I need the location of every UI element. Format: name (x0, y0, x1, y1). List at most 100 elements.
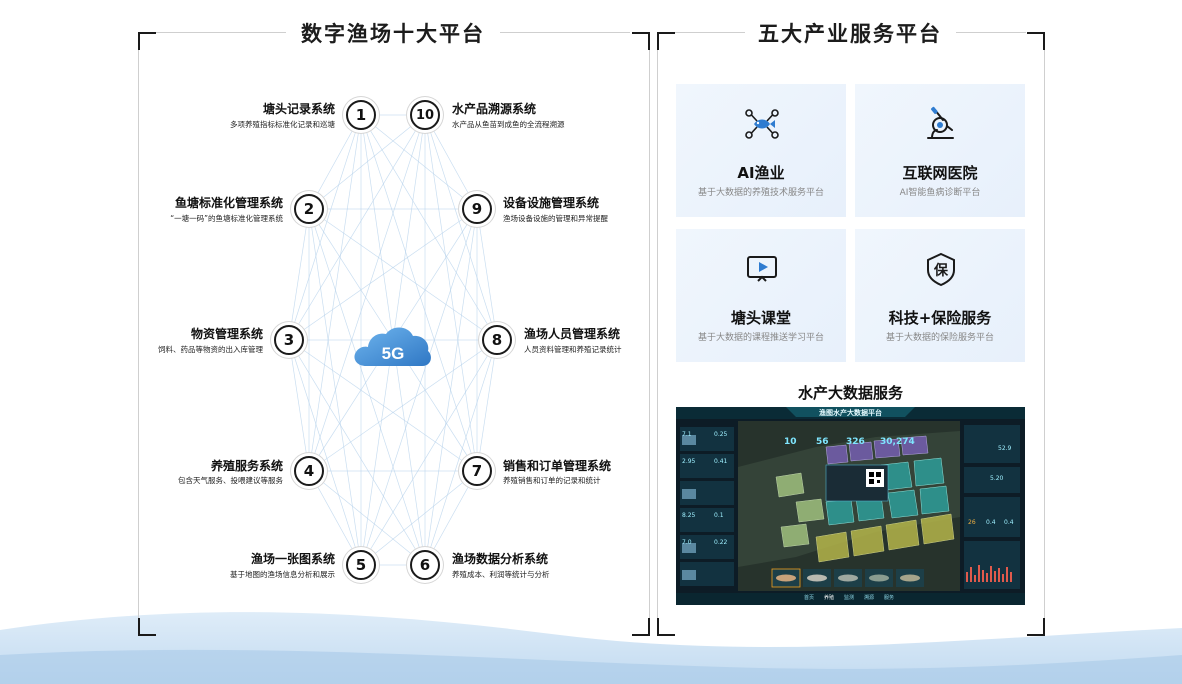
dashboard-left-value: 0.1 (714, 512, 724, 519)
network-link (360, 470, 478, 566)
network-link (288, 339, 478, 472)
system-desc-2: “一塘一码”的鱼塘标准化管理系统 (170, 214, 283, 223)
left-panel-title: 数字渔场十大平台 (301, 22, 485, 46)
network-link (308, 208, 426, 566)
system-desc-9: 渔场设备设施的管理和异常提醒 (503, 214, 608, 223)
system-node-4[interactable]: 4 (294, 456, 324, 486)
system-node-9[interactable]: 9 (462, 194, 492, 224)
system-name-4: 养殖服务系统 (210, 459, 283, 473)
dashboard-tab[interactable]: 溯源 (864, 595, 875, 601)
dashboard-right-value: 26 (968, 519, 976, 526)
system-desc-5: 基于地图的渔场信息分析和展示 (230, 570, 335, 579)
system-node-7[interactable]: 7 (462, 456, 492, 486)
big-data-title: 水产大数据服务 (797, 384, 903, 402)
shield-bao-icon: 保 (927, 252, 955, 287)
system-desc-7: 养殖销售和订单的记录和统计 (503, 476, 601, 485)
dashboard-stat-4: 30,274 (880, 437, 915, 447)
system-name-3: 物资管理系统 (190, 327, 263, 341)
dashboard-title: 渔图水产大数据平台 (819, 409, 882, 417)
network-link (424, 470, 478, 566)
dashboard-right-value: 52.9 (998, 445, 1012, 452)
network-link (308, 208, 362, 566)
dashboard-left-value: 8.25 (682, 512, 696, 519)
dashboard-left-value: 7.1 (682, 431, 692, 438)
network-link (360, 114, 478, 472)
microscope-icon (927, 106, 954, 139)
system-node-1[interactable]: 1 (346, 100, 376, 130)
dashboard-left-value: 0.41 (714, 458, 728, 465)
network-link (424, 114, 478, 472)
system-node-8[interactable]: 8 (482, 325, 512, 355)
network-link (308, 470, 426, 566)
system-node-10[interactable]: 10 (410, 100, 440, 130)
system-node-6[interactable]: 6 (410, 550, 440, 580)
network-link (360, 339, 498, 566)
dashboard-left-value: 0.22 (714, 539, 728, 546)
dashboard-map (676, 407, 1025, 605)
network-link (308, 470, 362, 566)
network-link (424, 114, 478, 210)
card-desc: AI智能鱼病诊断平台 (899, 188, 981, 198)
system-name-7: 销售和订单管理系统 (503, 459, 612, 473)
system-node-5[interactable]: 5 (346, 550, 376, 580)
system-desc-4: 包含天气服务、投喂建议等服务 (178, 476, 283, 485)
network-link (476, 208, 498, 341)
network-link (288, 208, 478, 341)
5g-label: 5G (382, 344, 405, 363)
network-link (424, 339, 498, 566)
dashboard-stat-2: 56 (816, 437, 829, 447)
service-card-ai-fishery[interactable]: AI渔业 基于大数据的养殖技术服务平台 (676, 84, 846, 217)
system-name-9: 设备设施管理系统 (503, 196, 600, 210)
dashboard-preview[interactable]: 渔图水产大数据平台 10 56 326 30,274 7.1 0.25 2.95… (676, 407, 1025, 605)
card-name: 互联网医院 (902, 164, 978, 182)
dashboard-stat-3: 326 (846, 437, 865, 447)
dashboard-left-value: 7.0 (682, 539, 692, 546)
network-link (288, 339, 362, 566)
dashboard-tab[interactable]: 服务 (884, 595, 895, 601)
card-name: AI渔业 (737, 164, 785, 182)
fish-network-icon (745, 109, 779, 139)
network-link (360, 208, 478, 566)
system-desc-1: 多项养殖指标标准化记录和巡塘 (230, 120, 335, 129)
system-name-2: 鱼塘标准化管理系统 (174, 196, 283, 210)
5g-cloud-icon: 5G (354, 327, 431, 366)
system-desc-6: 养殖成本、利润等统计与分析 (452, 570, 550, 579)
dashboard-right-value: 5.20 (990, 475, 1004, 482)
network-link (308, 114, 426, 210)
service-card-tech-insurance[interactable]: 保 科技+保险服务 基于大数据的保险服务平台 (855, 229, 1025, 362)
system-name-8: 渔场人员管理系统 (524, 327, 621, 341)
network-link (308, 114, 426, 472)
network-link (288, 339, 426, 566)
dashboard-right-value: 0.4 (986, 519, 996, 526)
service-card-pond-classroom[interactable]: 塘头课堂 基于大数据的课程推送学习平台 (676, 229, 846, 362)
dashboard-left-value: 2.95 (682, 458, 696, 465)
system-desc-10: 水产品从鱼苗到成鱼的全流程溯源 (452, 120, 565, 129)
network-link (288, 114, 426, 341)
service-card-internet-hospital[interactable]: 互联网医院 AI智能鱼病诊断平台 (855, 84, 1025, 217)
network-link (308, 208, 498, 341)
dashboard-right-value: 0.4 (1004, 519, 1014, 526)
system-name-1: 塘头记录系统 (262, 102, 335, 116)
dashboard-tab[interactable]: 监测 (844, 595, 855, 601)
video-play-icon (747, 256, 777, 282)
network-link (360, 114, 478, 210)
card-name: 塘头课堂 (730, 309, 791, 327)
card-desc: 基于大数据的养殖技术服务平台 (697, 188, 824, 198)
network-link (308, 339, 498, 472)
network-link (476, 339, 498, 472)
dashboard-tab[interactable]: 首页 (804, 595, 815, 601)
system-node-2[interactable]: 2 (294, 194, 324, 224)
dashboard-stat-1: 10 (784, 437, 797, 447)
dashboard-tab[interactable]: 养殖 (824, 595, 835, 601)
card-name: 科技+保险服务 (888, 309, 992, 327)
system-desc-8: 人员资料管理和养殖记录统计 (524, 345, 622, 354)
network-link (288, 114, 362, 341)
dashboard-left-value: 0.25 (714, 431, 728, 438)
network-link (308, 114, 362, 472)
system-node-3[interactable]: 3 (274, 325, 304, 355)
network-link (288, 208, 310, 341)
right-panel-title: 五大产业服务平台 (758, 22, 942, 46)
system-name-6: 渔场数据分析系统 (452, 552, 549, 566)
system-name-10: 水产品溯源系统 (452, 102, 537, 116)
